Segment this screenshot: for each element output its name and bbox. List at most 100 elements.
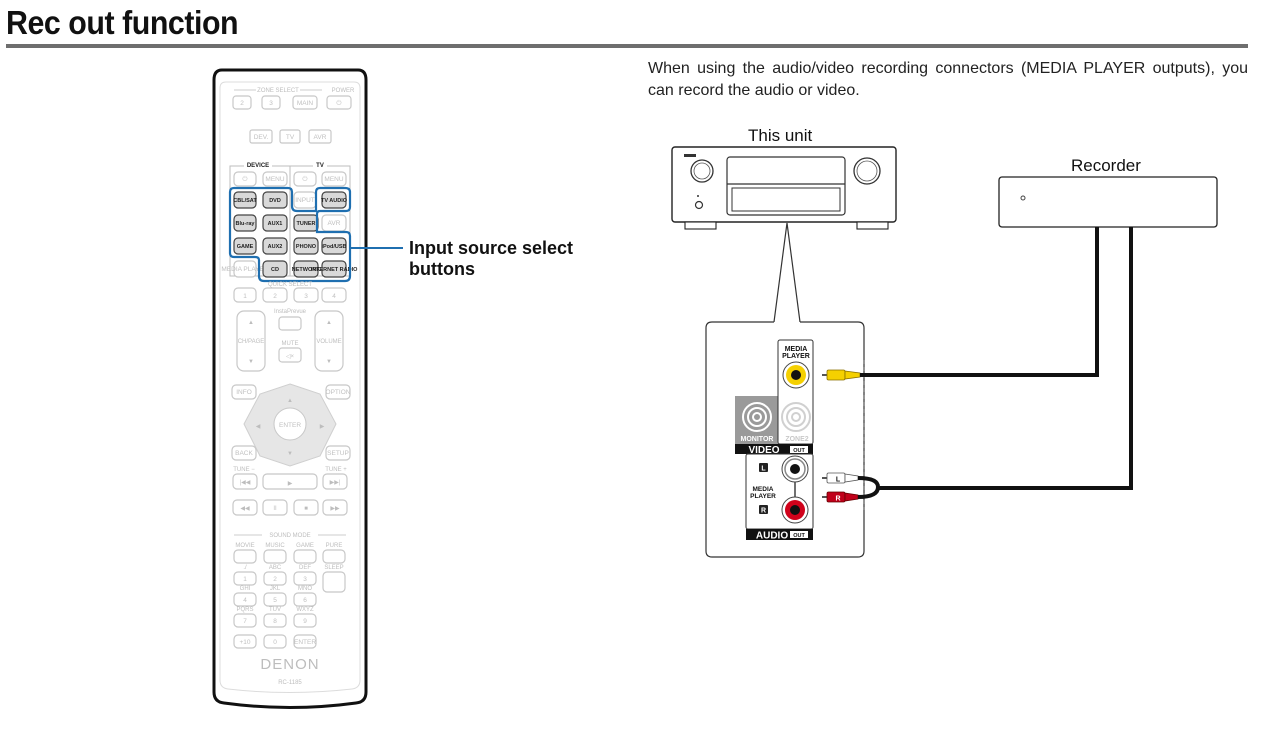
diagram-text: ▲ [287,398,293,404]
diagram-shape [791,412,801,422]
tune-minus-label: TUNE − [233,467,255,473]
diagram-shape [233,171,257,187]
diagram-text: ▶ [288,481,293,487]
diagram-text: JKL [270,586,281,592]
diagram-text: ⏻ [302,176,307,183]
diagram-shape [263,571,287,586]
diagram-text: AUX2 [268,244,283,250]
diagram-text: PHONO [296,244,317,250]
diagram-text: OUT [793,533,805,539]
diagram-text: 0 [273,639,277,646]
diagram-shape [231,384,257,400]
diagram-shape [293,613,317,628]
diagram-shape [263,613,287,628]
diagram-shape [263,592,287,607]
audio-cable: L R [822,227,1133,503]
diagram-shape [321,171,347,187]
diagram-text: ◀◀ [240,506,250,512]
diagram-shape [325,445,351,461]
diagram-text: AVR [328,220,341,227]
option-button: OPTION [326,389,351,396]
diagram-text: ⏻ [336,100,341,107]
diagram-text: WXYZ [296,607,314,613]
this-unit-label: This unit [748,126,813,145]
diagram-text: 3 [303,576,307,583]
diagram-shape [262,237,288,255]
diagram-text: PQRS [236,607,253,613]
tv-label: TV [316,163,324,169]
diagram-shape [790,464,800,474]
diagram-shape [790,531,808,538]
diagram-shape [293,237,319,255]
diagram-text: 2 [273,293,277,300]
callout-line-2: buttons [409,259,475,279]
diagram-text: 1 [243,293,247,300]
diagram-text: 4 [332,293,336,300]
diagram-shape [262,499,288,516]
remote-brand-logo: DENON [260,656,319,673]
diagram-text: 4 [243,597,247,604]
diagram-shape [693,162,711,180]
diagram-shape [694,200,704,210]
audio-right-label: R [761,508,766,515]
back-button: BACK [235,450,253,457]
diagram-shape [233,214,257,232]
diagram-text: NETWORK [292,267,320,273]
av-receiver-illustration [671,146,897,230]
diagram-shape [752,412,762,422]
diagram-shape [262,473,318,490]
diagram-text: ./ [243,565,247,571]
diagram-text: II [273,506,277,512]
diagram-shape [233,571,257,586]
diagram-shape [784,458,806,480]
power-label: POWER [332,88,355,94]
diagram-text: ▲ [248,320,254,326]
diagram-shape [321,237,347,255]
diagram-text: ■ [304,506,308,512]
diagram-text: 7 [243,618,247,625]
diagram-shape [293,549,317,564]
diagram-text: ▲ [326,320,332,326]
diagram-text: ▶▶ [330,506,340,512]
diagram-shape [735,396,779,444]
diagram-text: 8 [273,618,277,625]
instaprevue-label: InstaPrevue [274,309,307,315]
diagram-shape [263,549,287,564]
diagram-text: 1 [243,576,247,583]
diagram-shape [731,187,841,212]
volume-label: VOLUME [316,339,341,345]
diagram-text: ▶ [320,424,325,430]
diagram-text: CBL/SAT [233,198,257,204]
diagram-shape [1020,195,1026,201]
diagram-text: ◁× [286,354,295,360]
diagram-text: SLEEP [324,565,343,571]
diagram-shape [322,499,348,516]
intro-paragraph: When using the audio/video recording con… [648,60,1248,99]
diagram-shape [262,191,288,209]
diagram-shape [233,287,257,303]
diagram-text: PLAYER [782,353,810,360]
diagram-shape [219,81,361,693]
diagram-text: TV [286,134,295,141]
diagram-text: PLAYER [750,493,776,500]
diagram-shape [233,613,257,628]
diagram-text: MENU [324,176,343,183]
diagram-text: |◀◀ [240,480,251,486]
diagram-shape [233,260,257,278]
diagram-text: L [836,477,841,484]
diagram-text: CD [271,267,279,273]
diagram-text: R [835,496,840,503]
diagram-shape [786,365,806,385]
diagram-shape [726,156,846,216]
diagram-text: 3 [304,293,308,300]
diagram-shape [786,407,806,427]
diagram-shape [746,529,813,540]
recorder-illustration [998,176,1218,228]
diagram-text: 5 [273,597,277,604]
diagram-text: 3 [269,100,273,107]
diagram-shape [759,463,768,472]
diagram-shape [759,505,768,514]
device-label: DEVICE [247,163,269,169]
diagram-shape [249,129,273,144]
enter-button: ENTER [279,422,301,429]
